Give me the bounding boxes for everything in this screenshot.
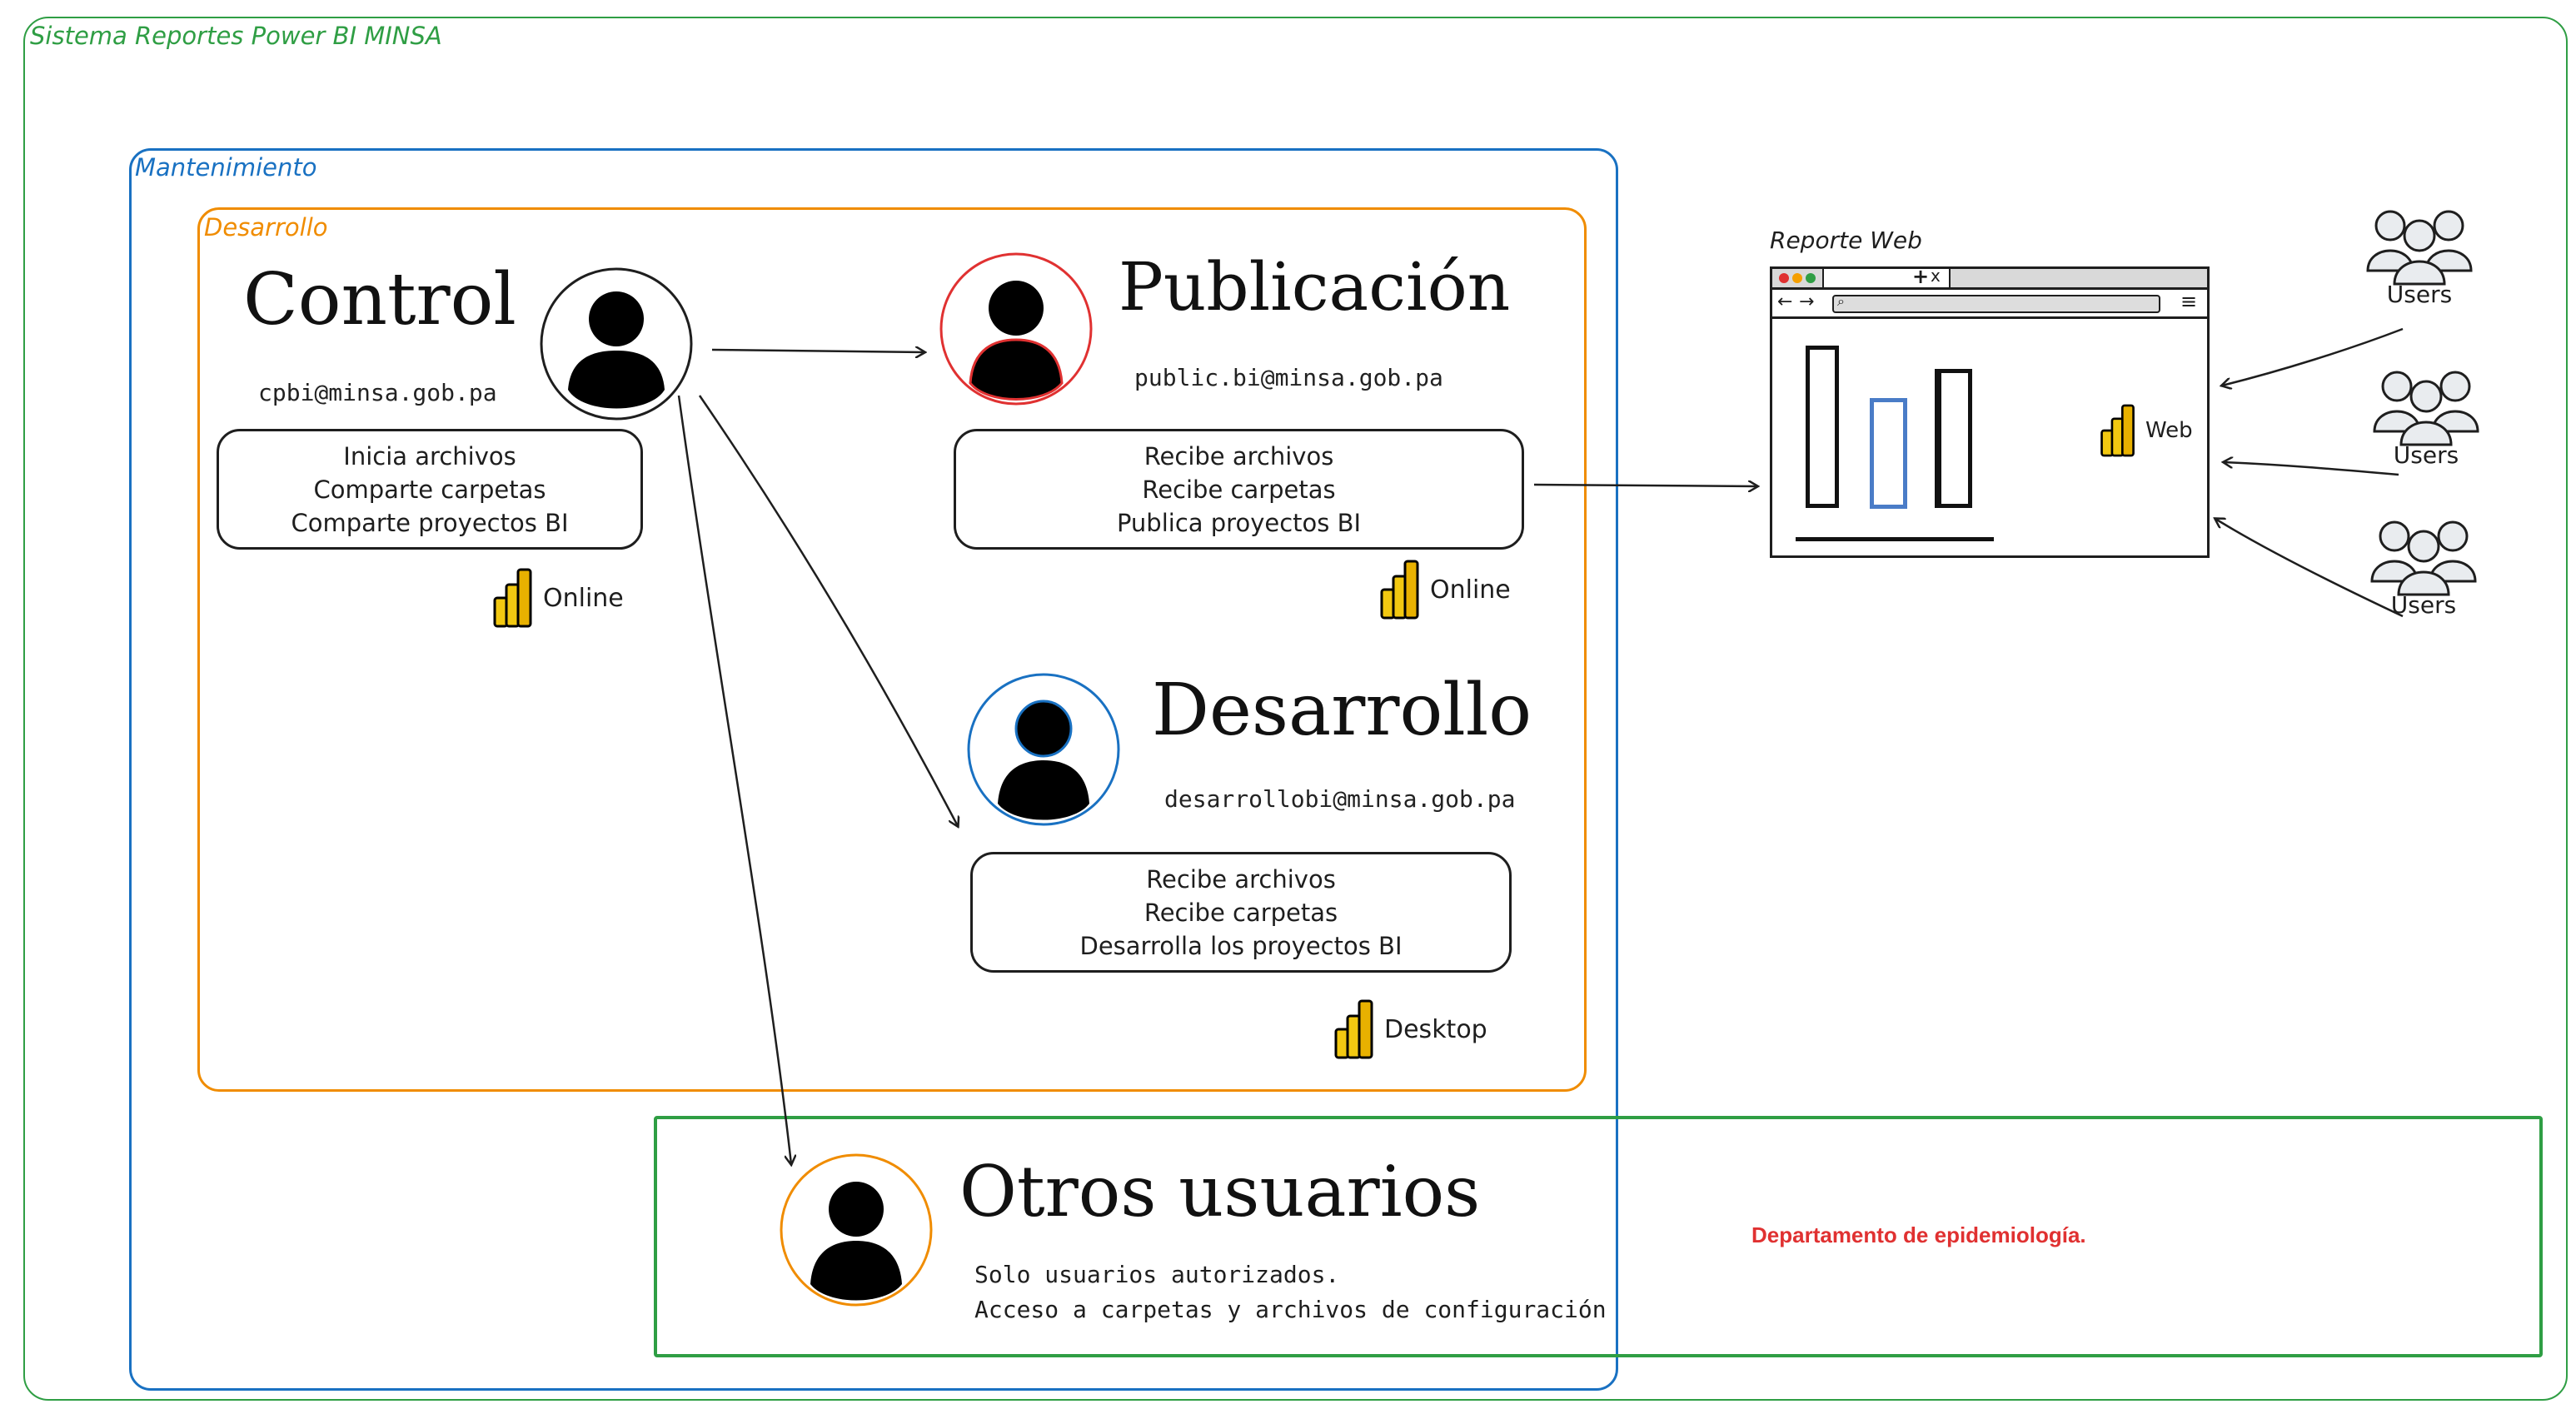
arrow-control-to-otros: [677, 395, 791, 1164]
development-frame-title: Desarrollo: [204, 213, 328, 241]
desarrollo-task: Desarrolla los proyectos BI: [1079, 931, 1403, 960]
menu-icon[interactable]: ≡: [2180, 290, 2198, 313]
publicacion-task: Recibe archivos: [1144, 441, 1334, 471]
window-maximize-dot[interactable]: [1806, 273, 1816, 283]
powerbi-icon: [1380, 560, 1419, 620]
desarrollo-tool-label: Desktop: [1384, 1014, 1487, 1044]
maintenance-frame-title: Mantenimiento: [135, 153, 317, 182]
users-icon: [2373, 371, 2479, 446]
publicacion-tool: Online: [1378, 558, 1511, 621]
address-bar[interactable]: ⌕: [1832, 293, 2160, 313]
otros-line: Solo usuarios autorizados.: [974, 1261, 1340, 1288]
other-users-frame: [654, 1116, 2543, 1357]
desarrollo-title: Desarrollo: [1152, 669, 1532, 752]
browser-window: x + ← → ⌕ ≡ Web: [1770, 265, 2210, 558]
arrow-publicacion-to-web: [1533, 485, 1757, 486]
browser-nav-bar: ← → ⌕ ≡: [1772, 290, 2207, 319]
browser-tab[interactable]: x: [1822, 266, 1951, 287]
forward-arrow-icon[interactable]: →: [1799, 291, 1815, 312]
otros-avatar: [777, 1151, 935, 1309]
window-minimize-dot[interactable]: [1792, 273, 1802, 283]
arrow-users2-to-web: [2224, 462, 2399, 476]
search-icon: ⌕: [1837, 293, 1845, 309]
otros-line: Acceso a carpetas y archivos de configur…: [974, 1296, 1607, 1323]
system-frame-title: Sistema Reportes Power BI MINSA: [30, 22, 442, 50]
desarrollo-avatar: [964, 670, 1123, 829]
new-tab-icon[interactable]: +: [1912, 265, 1930, 288]
publicacion-task: Recibe carpetas: [1142, 475, 1336, 504]
window-close-dot[interactable]: [1779, 273, 1789, 283]
publicacion-title: Publicación: [1119, 248, 1511, 326]
users-label: Users: [2393, 441, 2459, 469]
chart-baseline: [1796, 537, 1994, 541]
control-tool: Online: [491, 566, 624, 630]
users-group-3: Users: [2361, 515, 2486, 619]
control-tool-label: Online: [543, 583, 624, 613]
control-email: cpbi@minsa.gob.pa: [258, 379, 497, 406]
otros-description: Solo usuarios autorizados. Acceso a carp…: [974, 1257, 1607, 1327]
bar-black-2: [1935, 369, 1972, 508]
control-title: Control: [243, 258, 516, 341]
users-icon: [2370, 520, 2477, 596]
development-frame: [197, 207, 1587, 1092]
web-tool-label: Web: [2145, 418, 2193, 443]
bar-blue: [1870, 398, 1907, 509]
users-icon: [2366, 210, 2473, 286]
powerbi-icon: [1334, 999, 1373, 1059]
maintenance-frame: [129, 148, 1618, 1391]
browser-tab-bar: x +: [1772, 265, 2207, 290]
desarrollo-tasks-card: Recibe archivos Recibe carpetas Desarrol…: [970, 852, 1512, 973]
publicacion-email: public.bi@minsa.gob.pa: [1134, 364, 1443, 391]
system-frame: [23, 17, 2568, 1401]
desarrollo-task: Recibe archivos: [1146, 864, 1336, 894]
web-report-title: Reporte Web: [1770, 227, 1922, 254]
bar-black-1: [1806, 346, 1839, 508]
arrow-control-to-publicacion: [711, 350, 924, 352]
back-arrow-icon[interactable]: ←: [1777, 291, 1793, 312]
users-label: Users: [2386, 281, 2453, 308]
publicacion-tasks-card: Recibe archivos Recibe carpetas Publica …: [954, 429, 1524, 550]
control-tasks-card: Inicia archivos Comparte carpetas Compar…: [217, 429, 643, 550]
control-task: Comparte carpetas: [313, 475, 546, 504]
arrow-control-to-desarrollo: [698, 395, 958, 826]
control-task: Comparte proyectos BI: [291, 508, 569, 537]
users-group-1: Users: [2357, 204, 2482, 308]
tab-close-icon[interactable]: x: [1931, 266, 1941, 286]
publicacion-tool-label: Online: [1430, 575, 1511, 605]
desarrollo-task: Recibe carpetas: [1144, 898, 1338, 927]
users-group-2: Users: [2364, 365, 2489, 469]
arrow-users3-to-web: [2215, 519, 2404, 618]
web-tool: Web: [2099, 402, 2193, 459]
publicacion-task: Publica proyectos BI: [1116, 508, 1362, 537]
department-label: Departamento de epidemiología.: [1751, 1222, 2086, 1247]
powerbi-icon: [2100, 404, 2135, 457]
desarrollo-tool: Desktop: [1333, 998, 1487, 1061]
desarrollo-email: desarrollobi@minsa.gob.pa: [1164, 785, 1516, 813]
control-task: Inicia archivos: [343, 441, 516, 471]
control-avatar: [537, 265, 695, 423]
publicacion-avatar: [937, 250, 1095, 408]
powerbi-icon: [493, 568, 532, 628]
arrow-users1-to-web: [2222, 327, 2404, 386]
users-label: Users: [2390, 591, 2457, 619]
otros-title: Otros usuarios: [959, 1151, 1481, 1232]
